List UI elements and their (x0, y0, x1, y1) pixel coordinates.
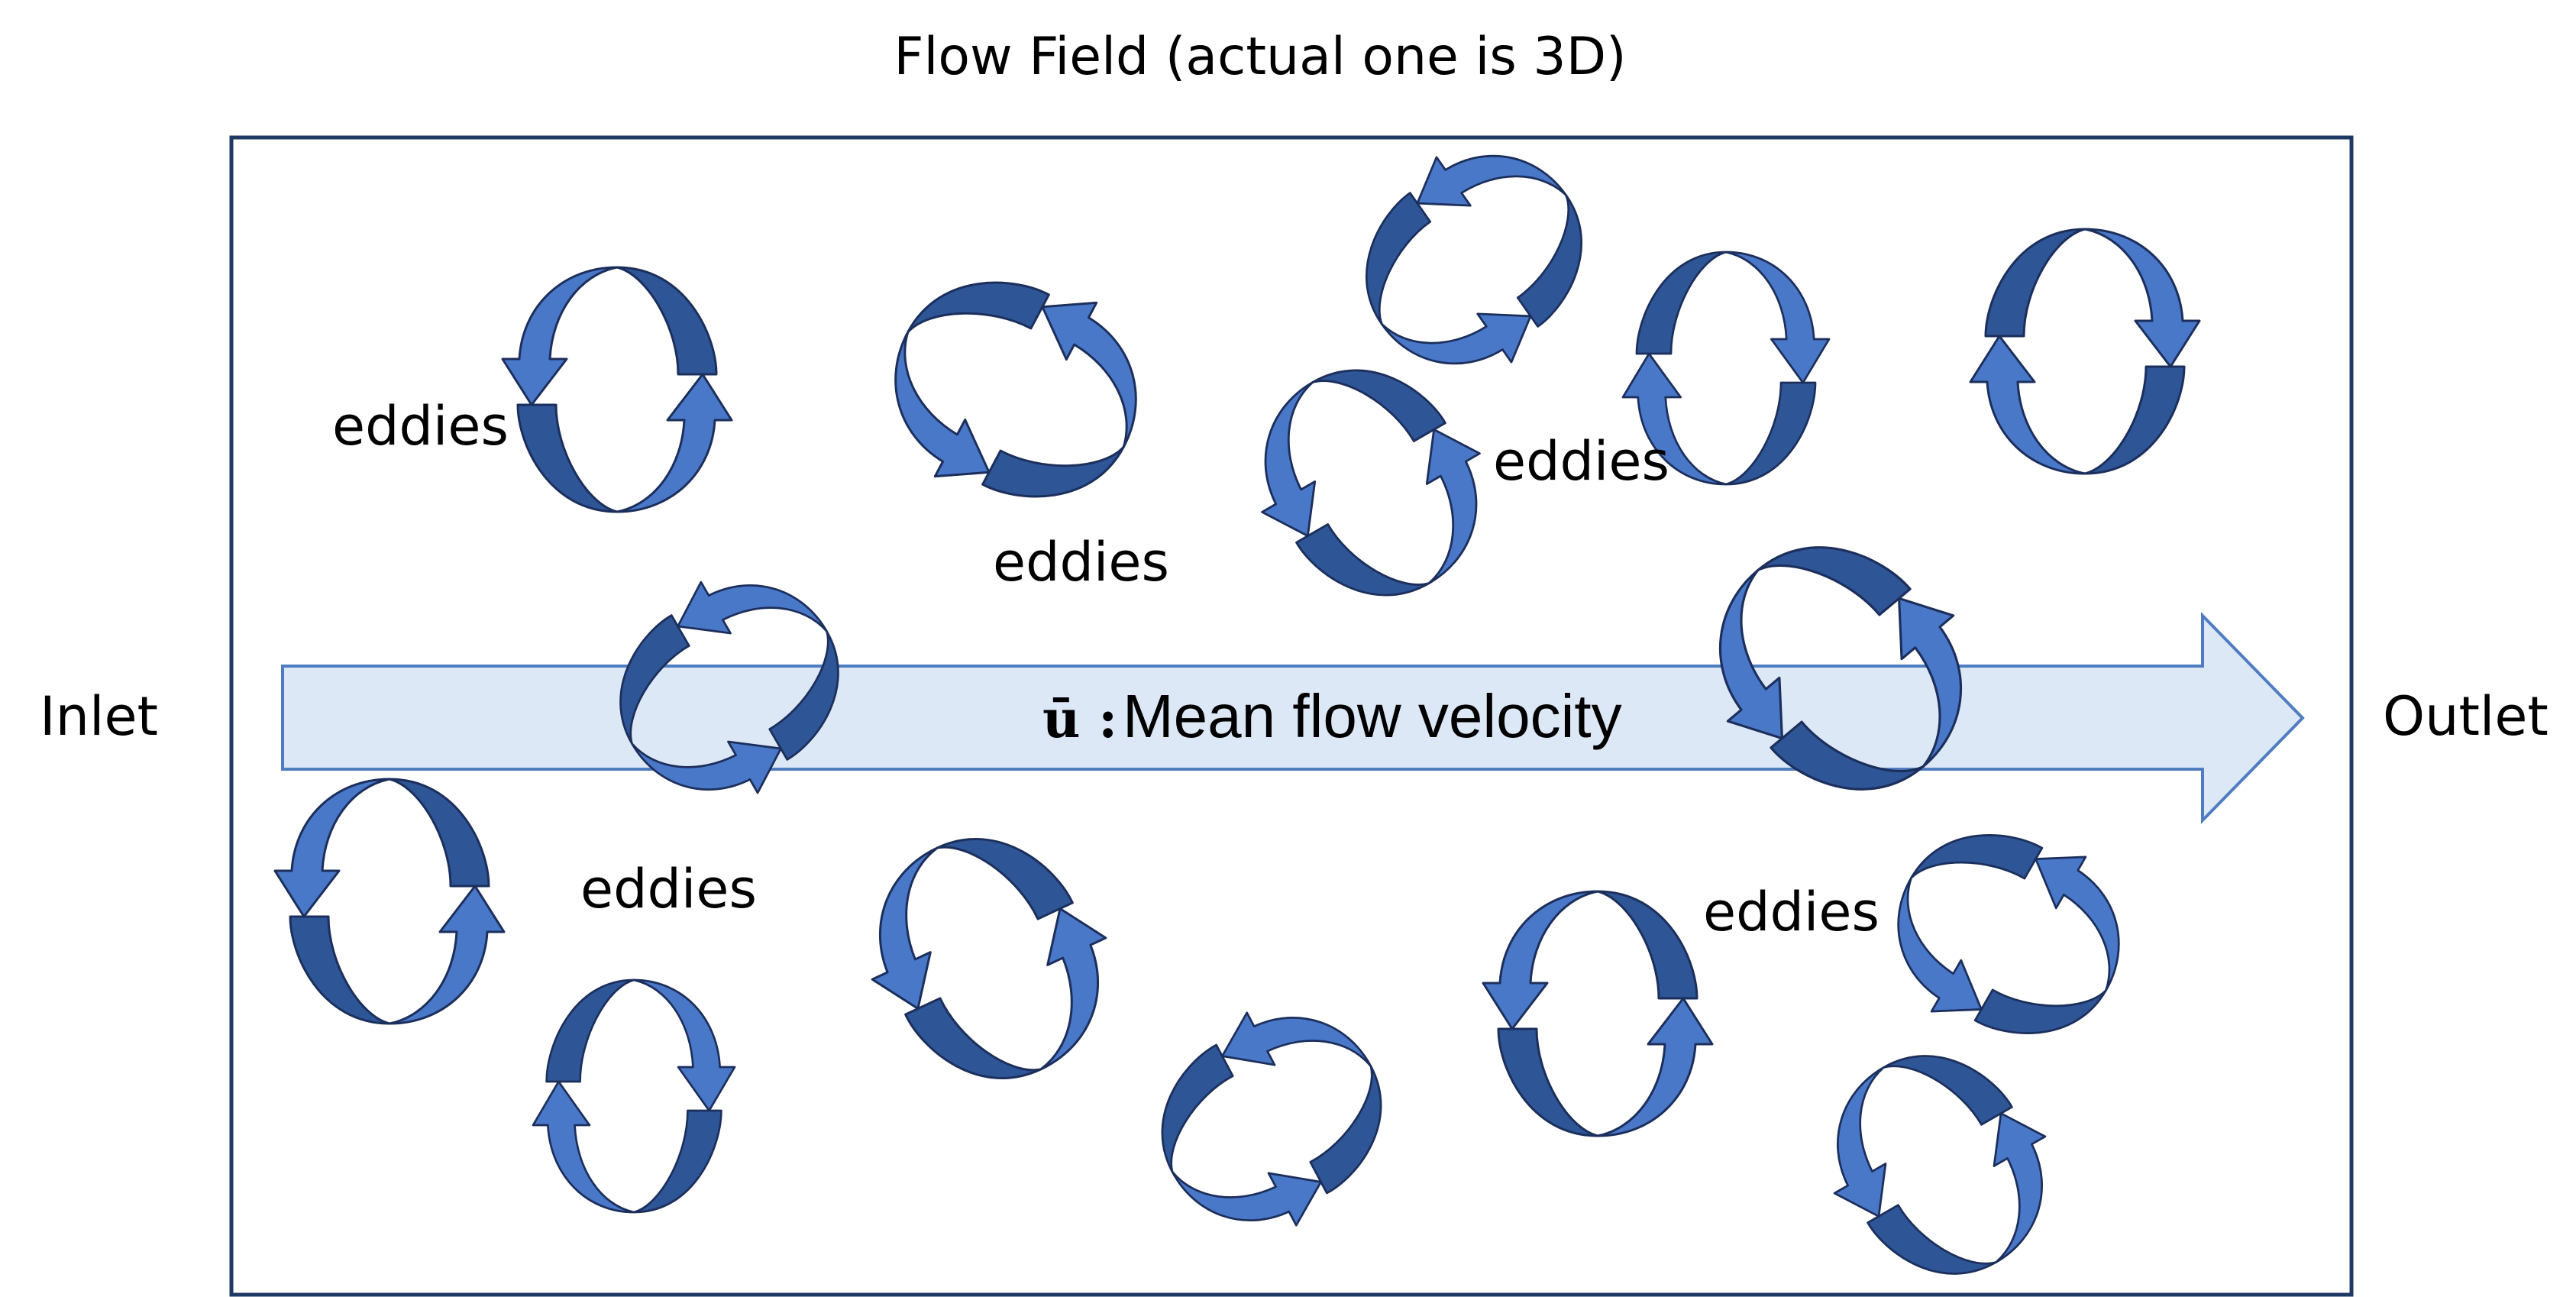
circular-arrows-icon (1857, 785, 2160, 1083)
circular-arrows-icon (1320, 108, 1628, 412)
inlet-label: Inlet (40, 685, 158, 748)
diagram-title: Flow Field (actual one is 3D) (894, 27, 1626, 87)
circular-arrows-icon (1217, 326, 1524, 639)
circular-arrows-icon (852, 229, 1179, 550)
circular-arrows-icon (1969, 228, 2201, 475)
eddies-label: eddies (1703, 881, 1879, 943)
eddies-label: eddies (993, 531, 1169, 594)
circular-arrows-icon (501, 266, 733, 513)
eddies-label: eddies (332, 395, 509, 458)
eddies-label: eddies (580, 858, 757, 920)
circular-arrows-icon (1482, 890, 1714, 1137)
mean-flow-label: Mean flow velocity (1123, 682, 1622, 750)
outlet-label: Outlet (2383, 685, 2549, 748)
eddies-label: eddies (1493, 430, 1669, 493)
circular-arrows-icon (1791, 1014, 2089, 1297)
flow-field-frame (229, 135, 2354, 1297)
circular-arrows-icon (532, 978, 736, 1214)
mean-flow-symbol: ū : (1042, 689, 1117, 750)
circular-arrows-icon (1121, 972, 1422, 1266)
circular-arrows-icon (273, 778, 506, 1025)
circular-arrows-icon (832, 798, 1146, 1119)
